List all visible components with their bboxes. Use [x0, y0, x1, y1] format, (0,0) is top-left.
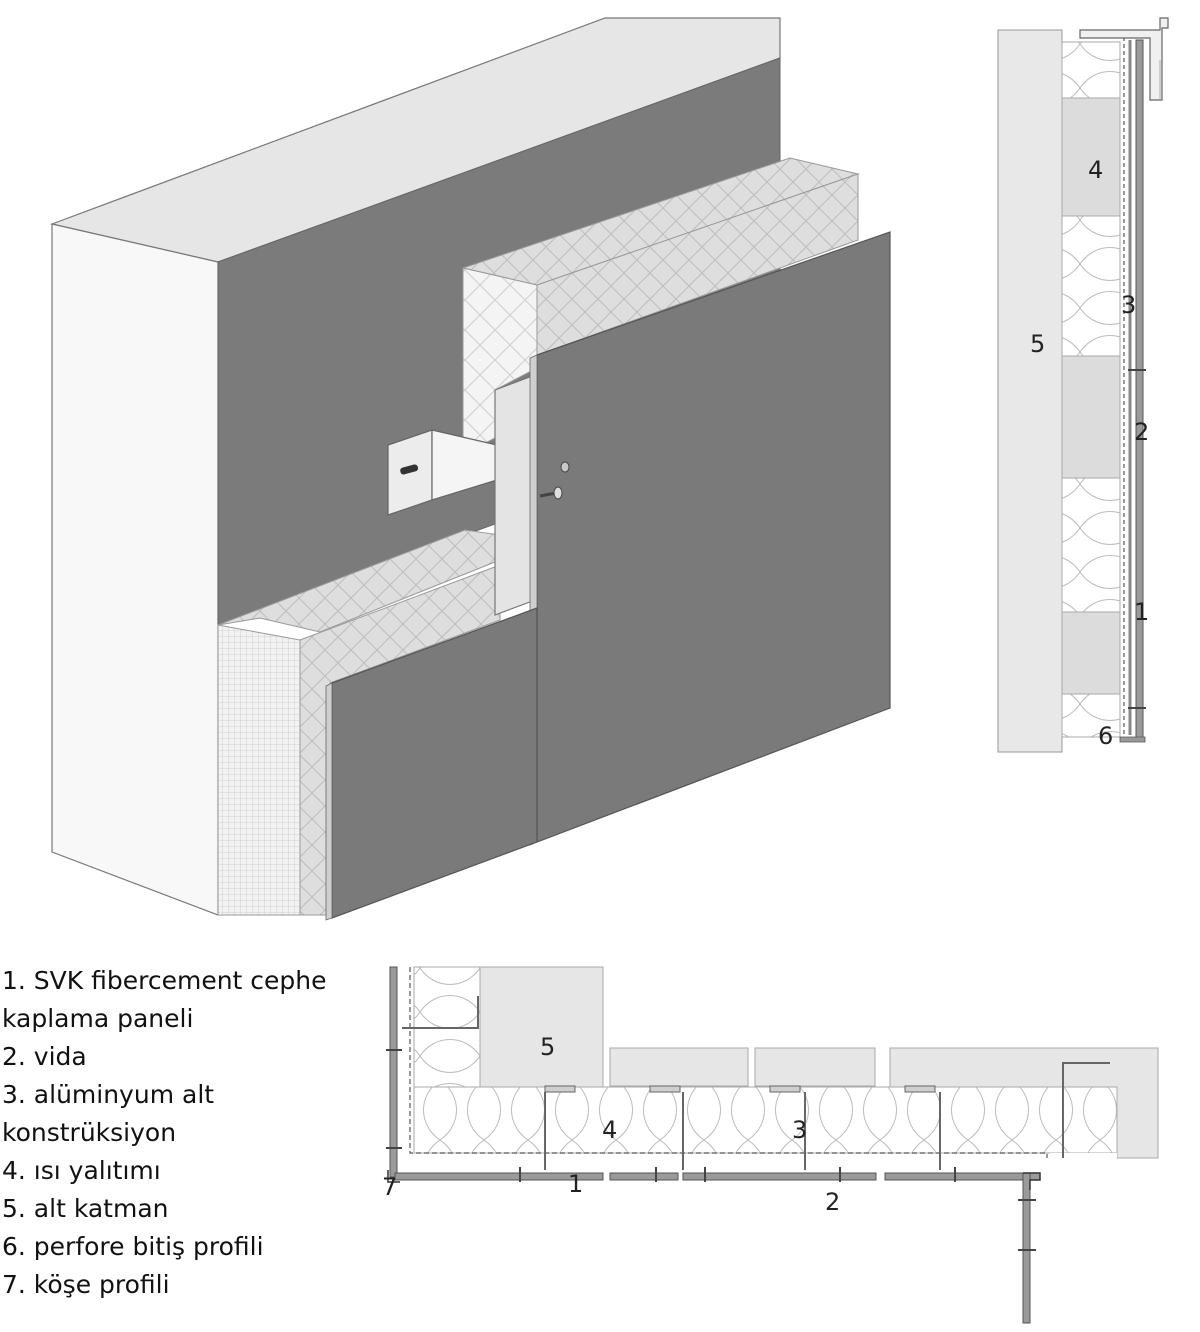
- side-callout-2: 2: [1134, 418, 1149, 446]
- plan-membrane: [409, 967, 1048, 1158]
- screw-icon: [539, 486, 563, 500]
- wall-left-face: [51, 223, 219, 916]
- legend-item: 3. alüminyum alt: [2, 1080, 215, 1109]
- legend-item: 5. alt katman: [2, 1194, 169, 1223]
- plan-section: 5 4 3 7 1 2: [382, 966, 1159, 1324]
- plan-callout-5: 5: [540, 1033, 555, 1061]
- plan-cladding: [682, 1172, 877, 1181]
- legend-item: 4. ısı yalıtımı: [2, 1156, 161, 1185]
- upper-insulation-front: [536, 173, 859, 356]
- plan-callout-3: 3: [792, 1116, 807, 1144]
- side-callout-3: 3: [1121, 291, 1136, 319]
- corner-profile: [387, 1170, 400, 1183]
- section-cladding: [1135, 39, 1144, 741]
- plan-brackets: [402, 996, 1110, 1170]
- plan-cladding: [394, 1172, 604, 1181]
- screw-icon: [560, 461, 570, 473]
- corner-profile: [1023, 1172, 1041, 1190]
- substrate-bump: [1061, 355, 1121, 479]
- side-callout-4: 4: [1088, 156, 1103, 184]
- side-callout-5: 5: [1030, 330, 1045, 358]
- bracket-slot: [400, 464, 419, 475]
- lower-insulation-mesh: [217, 624, 301, 916]
- legend-item: 7. köşe profili: [2, 1270, 170, 1299]
- legend-item: 2. vida: [2, 1042, 87, 1071]
- plan-callout-1: 1: [568, 1170, 583, 1198]
- legend-item: konstrüksiyon: [2, 1118, 177, 1147]
- plan-cladding-right: [1022, 1172, 1031, 1324]
- plan-screws: [386, 1049, 1036, 1251]
- substrate-wall: [997, 29, 1063, 753]
- perforated-end-profile: [1119, 736, 1146, 743]
- plan-cladding: [884, 1172, 1041, 1181]
- isometric-view: [49, 17, 891, 921]
- plan-bracket-heads: [544, 1085, 936, 1093]
- plan-insulation: [413, 1086, 1118, 1154]
- legend: 1. SVK fibercement cephe kaplama paneli …: [2, 962, 362, 1304]
- aluminium-profile: [494, 374, 536, 616]
- side-callout-1: 1: [1134, 598, 1149, 626]
- plan-cladding-left: [389, 966, 398, 1178]
- substrate-bump: [1061, 97, 1121, 217]
- plan-cladding: [609, 1172, 679, 1181]
- plan-callout-7: 7: [382, 1173, 397, 1201]
- legend-item: kaplama paneli: [2, 1004, 194, 1033]
- plan-callout-4: 4: [602, 1116, 617, 1144]
- legend-item: 1. SVK fibercement cephe: [2, 966, 327, 995]
- side-callout-6: 6: [1098, 722, 1113, 750]
- substrate-bump: [1061, 611, 1121, 695]
- plan-substrate: [479, 966, 604, 1088]
- plan-substrate: [609, 1047, 749, 1087]
- lower-panel-edge: [325, 682, 333, 921]
- top-coping: [1079, 17, 1169, 101]
- legend-item: 6. perfore bitiş profili: [2, 1232, 264, 1261]
- plan-insulation-right: [1050, 1153, 1117, 1158]
- vertical-section: 4 3 5 2 1 6: [997, 17, 1169, 753]
- plan-callout-2: 2: [825, 1188, 840, 1216]
- plan-substrate: [754, 1047, 876, 1087]
